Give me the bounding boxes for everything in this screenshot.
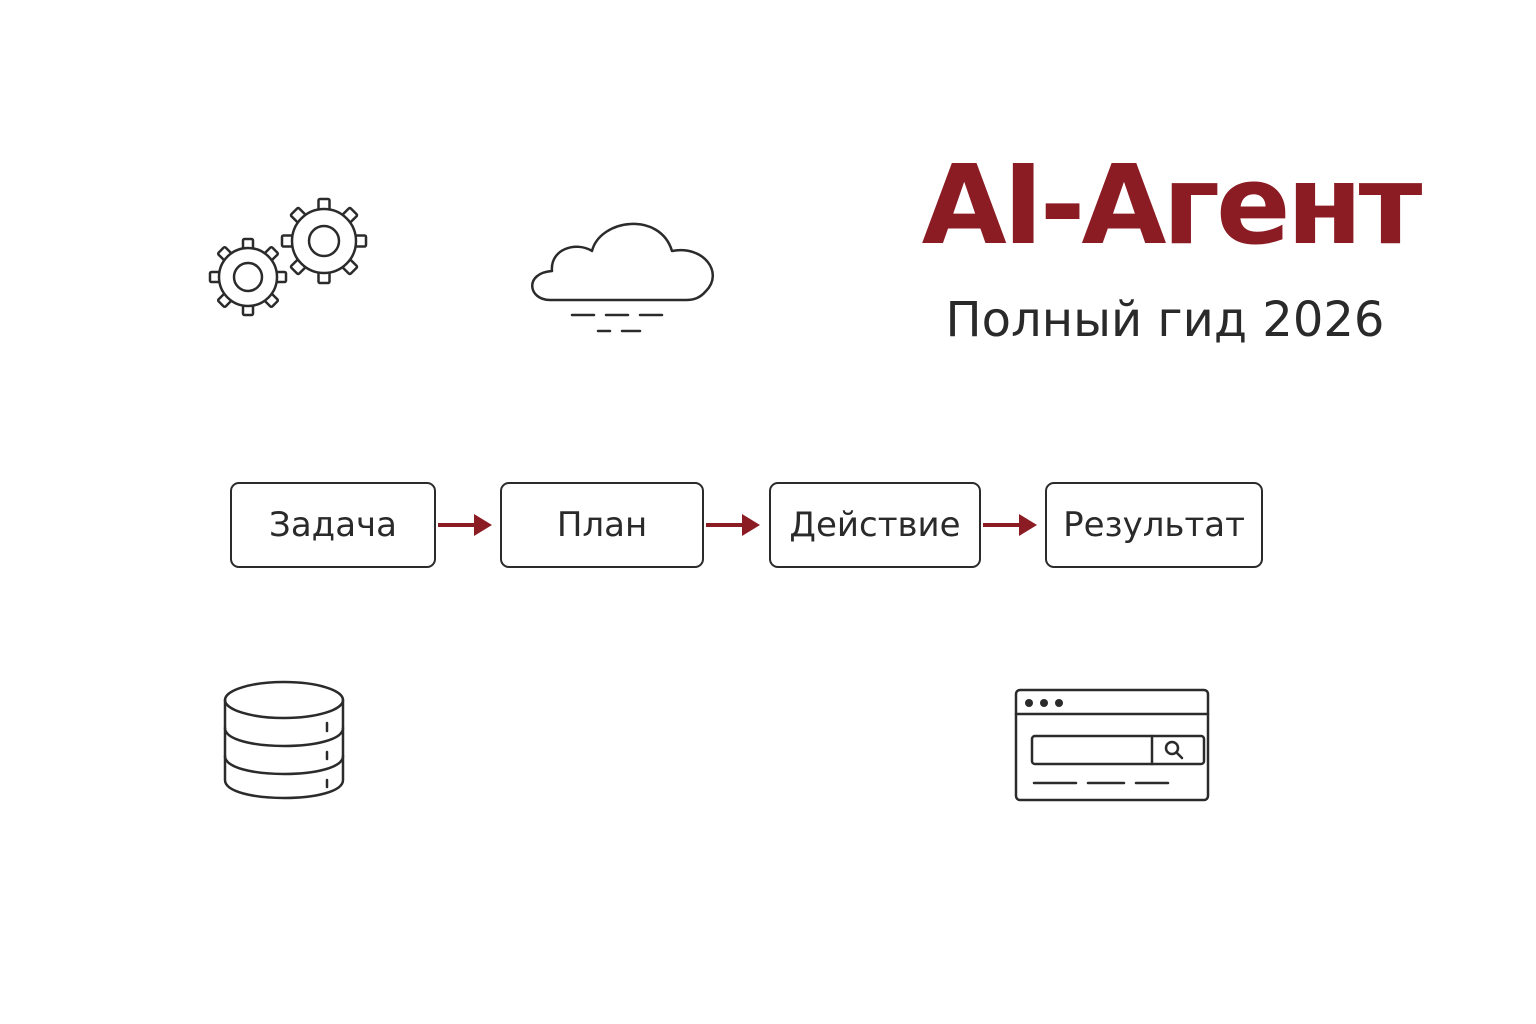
arrow-task-to-plan (438, 514, 492, 536)
arrow-action-to-result (983, 514, 1037, 536)
step-task: Задача (230, 482, 436, 568)
step-action: Действие (769, 482, 981, 568)
step-plan: План (500, 482, 704, 568)
title: AI-Агент (921, 141, 1423, 269)
subtitle: Полный гид 2026 (945, 292, 1385, 348)
browser-search-icon (1014, 688, 1210, 802)
gears-icon (208, 197, 368, 317)
arrow-plan-to-action (706, 514, 760, 536)
cloud-icon (531, 222, 714, 333)
step-result: Результат (1045, 482, 1263, 568)
database-icon (223, 680, 345, 800)
